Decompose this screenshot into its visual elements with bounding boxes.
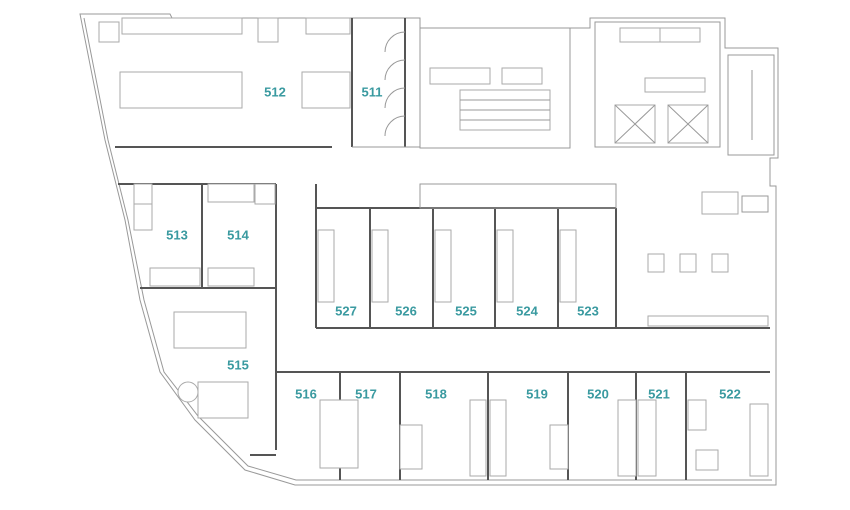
room-labels: 512 511 513 514 515 516 517 518 519 520 … (166, 84, 741, 401)
core-area (419, 21, 775, 156)
room-label-518: 518 (425, 386, 447, 401)
room-512-walls (115, 18, 420, 148)
room-label-527: 527 (335, 303, 357, 318)
room-label-522: 522 (719, 386, 741, 401)
room-label-519: 519 (526, 386, 548, 401)
room-label-526: 526 (395, 303, 417, 318)
room-511-doors (384, 31, 406, 137)
rooms-513-515-furniture (133, 183, 276, 419)
room-label-511: 511 (362, 84, 383, 99)
room-label-523: 523 (577, 303, 599, 318)
room-label-524: 524 (516, 303, 538, 318)
room-label-520: 520 (587, 386, 609, 401)
room-label-516: 516 (295, 386, 317, 401)
room-label-521: 521 (648, 386, 670, 401)
room-label-514: 514 (227, 227, 249, 242)
lounge-area (647, 191, 769, 327)
rooms-523-527-furniture (317, 229, 577, 303)
room-label-515: 515 (227, 357, 249, 372)
room-512-furniture (98, 17, 351, 109)
outer-walls (79, 13, 779, 486)
room-label-513: 513 (166, 227, 188, 242)
rooms-516-522-furniture (319, 399, 769, 477)
rooms-523-527-walls (315, 183, 770, 329)
room-label-525: 525 (455, 303, 477, 318)
room-label-517: 517 (355, 386, 377, 401)
room-label-512: 512 (264, 84, 286, 99)
